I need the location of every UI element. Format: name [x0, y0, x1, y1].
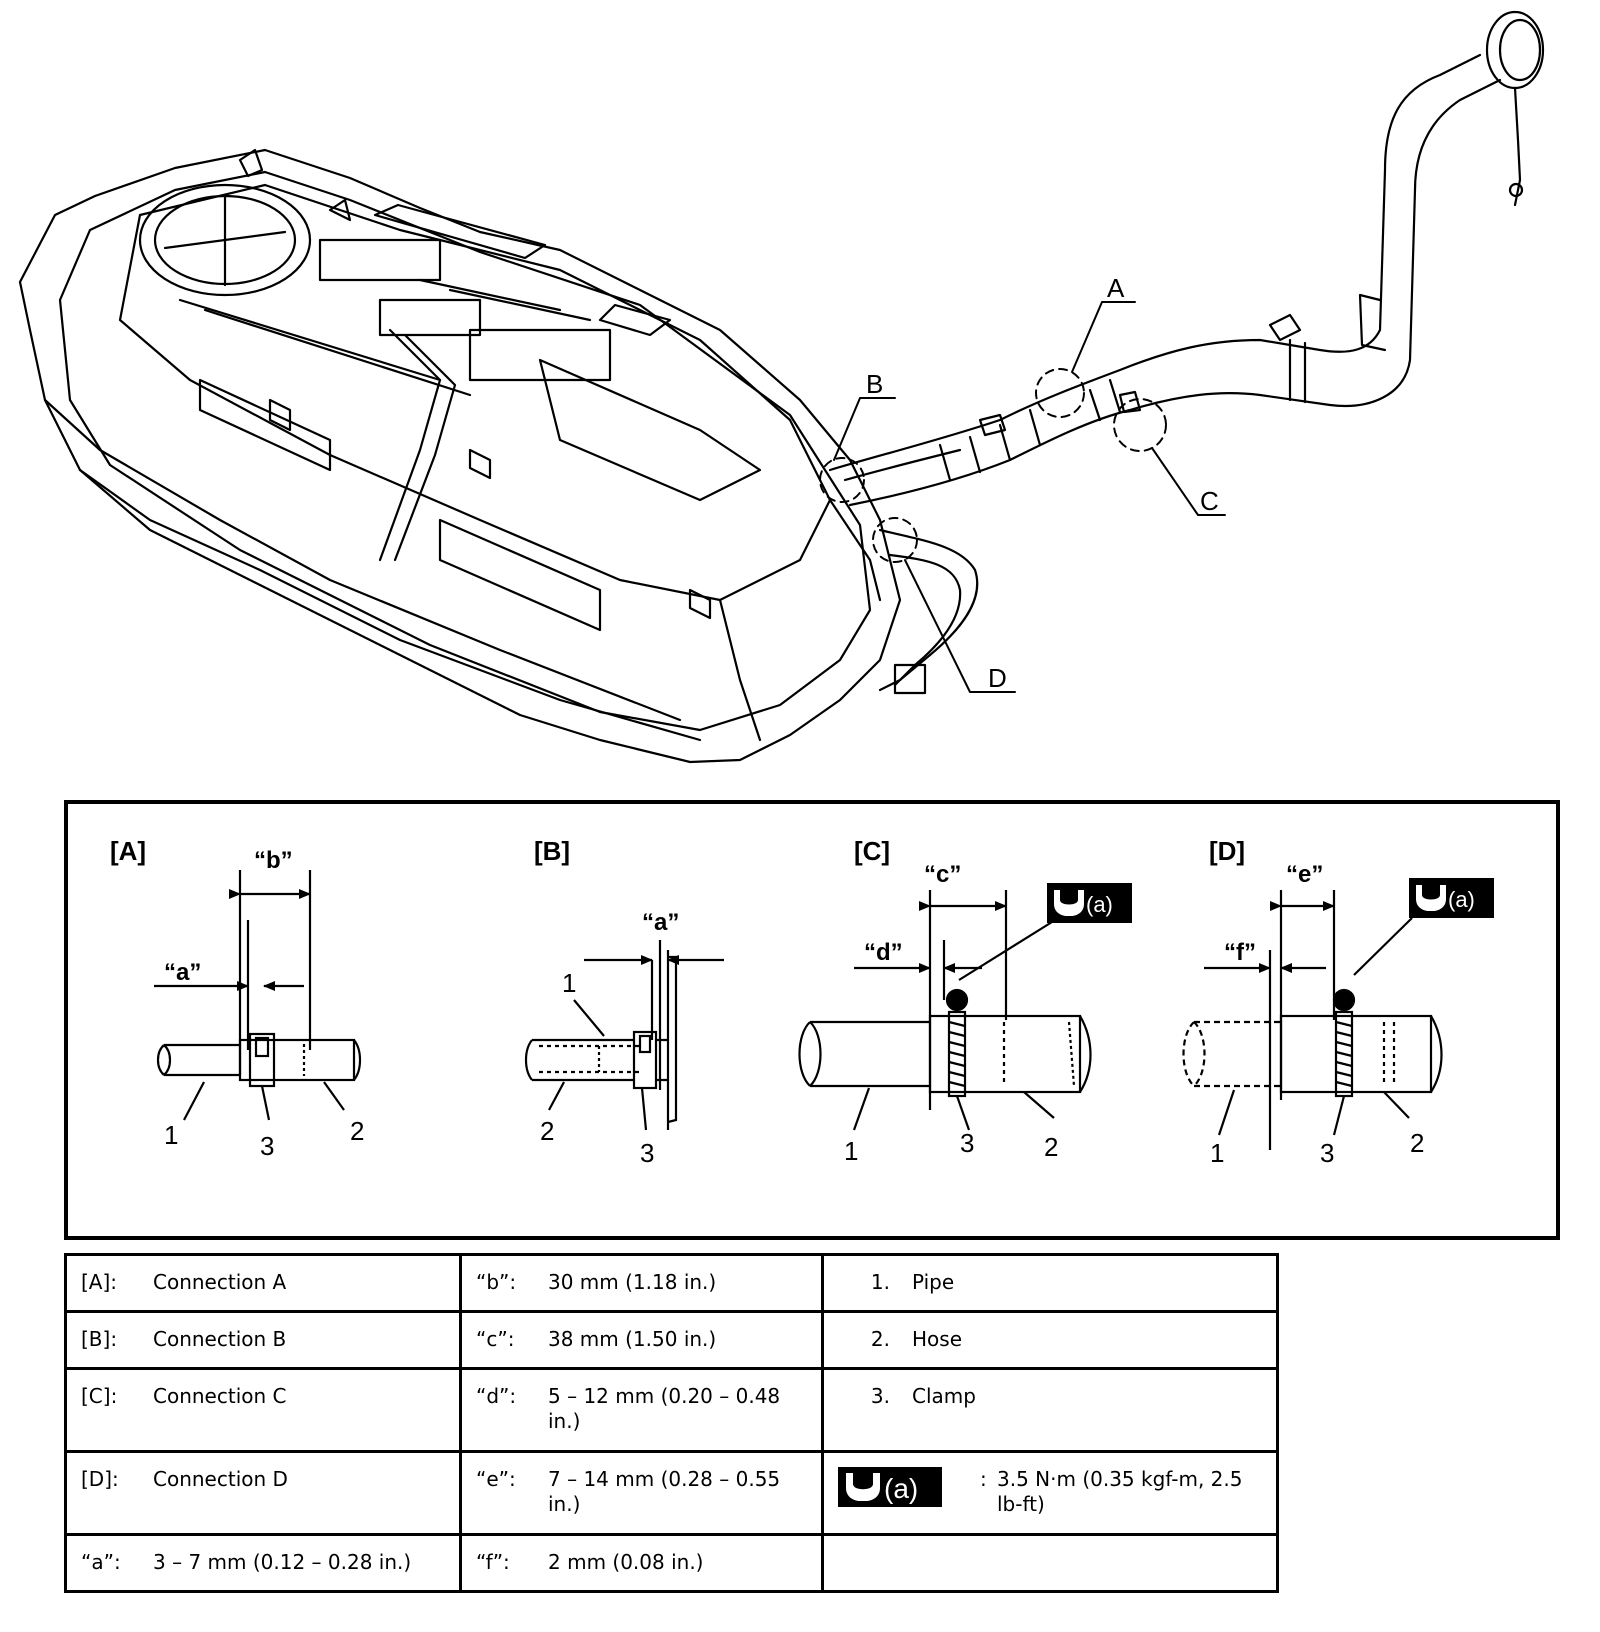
legend-key: “c”:: [476, 1327, 515, 1351]
legend-cell: 3. Clamp: [821, 1367, 1279, 1453]
legend-key: 1.: [870, 1270, 890, 1294]
legend-key: “f”:: [476, 1550, 510, 1574]
detail-c-torque-badge: (a): [1047, 883, 1132, 923]
legend-value: Connection A: [153, 1270, 287, 1294]
detail-d-num-3: 3: [1320, 1138, 1334, 1168]
detail-a-dim-b-label: “b”: [254, 847, 293, 874]
detail-a-num-1: 1: [164, 1120, 178, 1150]
legend-value: Connection B: [153, 1327, 287, 1351]
detail-c-num-2: 2: [1044, 1132, 1058, 1162]
detail-b-title: [B]: [534, 836, 570, 866]
legend-value: 30 mm (1.18 in.): [548, 1270, 717, 1294]
legend-key: “d”:: [476, 1384, 517, 1408]
torque-icon-label: (a): [884, 1473, 918, 1504]
detail-a-dim-a-label: “a”: [164, 959, 201, 986]
legend-cell: “e”: 7 – 14 mm (0.28 – 0.55 in.): [459, 1450, 824, 1536]
legend-key: [C]:: [81, 1384, 118, 1408]
legend-key: “a”:: [81, 1550, 121, 1574]
legend-key: [B]:: [81, 1327, 118, 1351]
filler-pipe: [828, 10, 1545, 695]
legend-cell: “f”: 2 mm (0.08 in.): [459, 1533, 824, 1593]
callout-b-label: B: [866, 369, 883, 399]
panel-frame: [64, 800, 1560, 1240]
legend-key: “b”:: [476, 1270, 517, 1294]
callout-d-label: D: [988, 663, 1007, 693]
legend-row: [D]: Connection D “e”: 7 – 14 mm (0.28 – 0…: [64, 1450, 1279, 1536]
legend-cell: “d”: 5 – 12 mm (0.20 – 0.48 in.): [459, 1367, 824, 1453]
legend-row: [A]: Connection A “b”: 30 mm (1.18 in.) 1.…: [64, 1253, 1279, 1313]
connection-details-panel: [A] “b” “a” 1 3 2 [B] “a”: [64, 800, 1560, 1240]
legend-value: Connection D: [153, 1467, 288, 1491]
legend-cell: “b”: 30 mm (1.18 in.): [459, 1253, 824, 1313]
detail-c-title: [C]: [854, 836, 890, 866]
legend-key: [A]:: [81, 1270, 118, 1294]
detail-a-title: [A]: [110, 836, 146, 866]
detail-d-num-1: 1: [1210, 1138, 1224, 1168]
legend-cell: “c”: 38 mm (1.50 in.): [459, 1310, 824, 1370]
callout-c-label: C: [1200, 486, 1219, 516]
detail-a: [A] “b” “a” 1 3 2: [110, 836, 364, 1161]
detail-b-num-2: 2: [540, 1116, 554, 1146]
legend-cell: 1. Pipe: [821, 1253, 1279, 1313]
legend-cell: (a) : 3.5 N·m (0.35 kgf-m, 2.5 lb-ft): [821, 1450, 1279, 1536]
legend-value: Connection C: [153, 1384, 287, 1408]
legend-row: [C]: Connection C “d”: 5 – 12 mm (0.20 – 0…: [64, 1367, 1279, 1453]
legend-key: 2.: [870, 1327, 890, 1351]
legend-value: Clamp: [912, 1384, 976, 1408]
detail-d-dim-f-label: “f”: [1224, 939, 1256, 966]
legend-key: 3.: [870, 1384, 890, 1408]
callout-leaders: [833, 301, 1226, 693]
detail-c-dim-c-label: “c”: [924, 861, 961, 888]
detail-d: [D] “e” “f” (a) 1 3 2: [1182, 836, 1494, 1168]
detail-d-dim-e-label: “e”: [1286, 861, 1323, 888]
detail-c-num-3: 3: [960, 1128, 974, 1158]
fuel-tank-overview: A B C D: [18, 10, 1545, 764]
detail-c-num-1: 1: [844, 1136, 858, 1166]
legend-cell: [821, 1533, 1279, 1593]
detail-circle-a: [1035, 368, 1085, 418]
detail-markers: [819, 368, 1167, 563]
legend-value: 2 mm (0.08 in.): [548, 1550, 704, 1574]
detail-d-torque-badge: (a): [1409, 878, 1494, 918]
legend-key: “e”:: [476, 1467, 516, 1491]
legend-value: 5 – 12 mm (0.20 – 0.48 in.): [548, 1384, 781, 1433]
detail-d-num-2: 2: [1410, 1128, 1424, 1158]
legend-cell: [D]: Connection D: [64, 1450, 462, 1536]
detail-c: [C] “c” “d” (a) 1 3 2: [798, 836, 1132, 1166]
detail-a-num-3: 3: [260, 1131, 274, 1161]
detail-circle-b: [819, 457, 865, 503]
torque-icon: (a): [838, 1467, 980, 1512]
detail-b-num-1: 1: [562, 968, 576, 998]
legend-value: 3 – 7 mm (0.12 – 0.28 in.): [153, 1550, 412, 1574]
detail-b-dim-a-label: “a”: [642, 909, 679, 936]
detail-c-dim-d-label: “d”: [864, 939, 903, 966]
detail-b: [B] “a” 1 2 3: [524, 836, 724, 1168]
detail-b-num-3: 3: [640, 1138, 654, 1168]
legend-value: 3.5 N·m (0.35 kgf-m, 2.5 lb-ft): [997, 1467, 1243, 1516]
fuel-tank: [18, 148, 902, 764]
legend-cell: 2. Hose: [821, 1310, 1279, 1370]
legend-value: Hose: [912, 1327, 962, 1351]
legend-row: “a”: 3 – 7 mm (0.12 – 0.28 in.) “f”: 2 mm …: [64, 1533, 1279, 1593]
legend-cell: [A]: Connection A: [64, 1253, 462, 1313]
legend-value: Pipe: [912, 1270, 955, 1294]
legend-table: [A]: Connection A “b”: 30 mm (1.18 in.) 1.…: [64, 1253, 1279, 1593]
legend-value: 38 mm (1.50 in.): [548, 1327, 717, 1351]
detail-a-num-2: 2: [350, 1116, 364, 1146]
legend-row: [B]: Connection B “c”: 38 mm (1.50 in.) 2.…: [64, 1310, 1279, 1370]
detail-d-title: [D]: [1209, 836, 1245, 866]
torque-colon: :: [979, 1467, 987, 1491]
detail-circle-c: [1113, 398, 1167, 452]
detail-d-torque-label: (a): [1448, 887, 1475, 912]
legend-cell: [B]: Connection B: [64, 1310, 462, 1370]
legend-value: 7 – 14 mm (0.28 – 0.55 in.): [548, 1467, 781, 1516]
legend-key: [D]:: [81, 1467, 119, 1491]
detail-c-torque-label: (a): [1086, 892, 1113, 917]
callout-a-label: A: [1107, 273, 1125, 303]
legend-cell: “a”: 3 – 7 mm (0.12 – 0.28 in.): [64, 1533, 462, 1593]
legend-cell: [C]: Connection C: [64, 1367, 462, 1453]
detail-circle-d: [872, 517, 918, 563]
